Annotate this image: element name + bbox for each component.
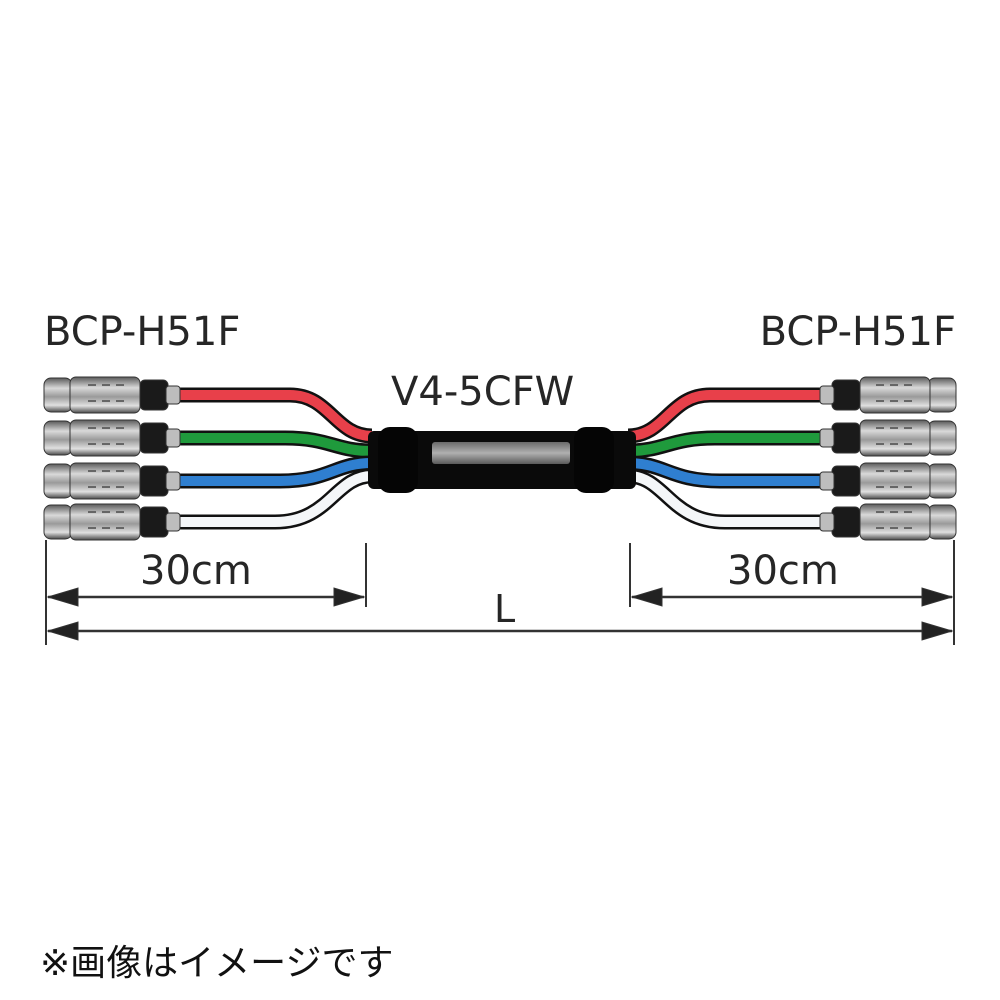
arrow-total-start [46, 621, 79, 641]
wire-blue-left [178, 458, 373, 486]
bnc-connector-right-2 [819, 419, 957, 457]
connectors-left [43, 376, 181, 541]
bnc-connector-left-1 [43, 376, 181, 414]
left-breakout-length: 30cm [140, 548, 252, 594]
wire-white-left [178, 471, 373, 527]
wire-red-left [178, 390, 373, 441]
main-cable-right-boot [574, 427, 614, 493]
wire-red-right [627, 390, 822, 441]
arrow-left-end [333, 587, 366, 607]
bnc-connector-left-3 [43, 462, 181, 500]
main-cable [368, 427, 636, 493]
bnc-connector-right-1 [819, 376, 957, 414]
left-connector-label: BCP-H51F [44, 309, 241, 355]
main-cable-highlight [432, 442, 570, 464]
arrow-right-start [630, 587, 663, 607]
wire-blue-right [627, 458, 822, 486]
right-connector-label: BCP-H51F [759, 309, 956, 355]
right-breakout-length: 30cm [727, 548, 839, 594]
main-cable-left-boot [378, 427, 418, 493]
arrow-right-end [921, 587, 954, 607]
bnc-connector-right-4 [819, 503, 957, 541]
cable-model-label: V4-5CFW [391, 369, 575, 415]
bnc-connector-left-2 [43, 419, 181, 457]
wires-left [178, 387, 373, 530]
bnc-connector-right-3 [819, 462, 957, 500]
arrow-total-end [921, 621, 954, 641]
total-length-label: L [494, 587, 516, 631]
bnc-connector-left-4 [43, 503, 181, 541]
wire-white-right [627, 471, 822, 527]
connectors-right [819, 376, 957, 541]
wire-green-left [178, 433, 373, 456]
wire-green-right [627, 433, 822, 456]
dimension-lines [45, 540, 955, 645]
image-disclaimer-note: ※画像はイメージです [40, 943, 394, 984]
wires-right [627, 387, 822, 530]
arrow-left-start [46, 587, 79, 607]
